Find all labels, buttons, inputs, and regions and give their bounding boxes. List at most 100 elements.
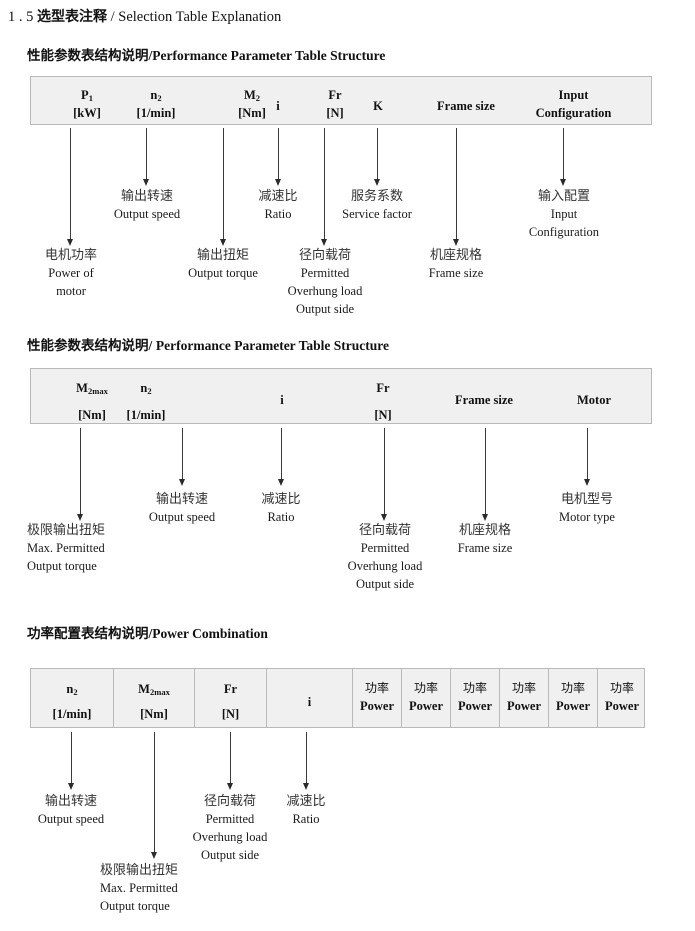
anno-cn: 减速比 bbox=[261, 492, 301, 507]
table3-col-power-3: 功率 Power bbox=[451, 680, 499, 716]
table3-divider-7 bbox=[499, 669, 500, 727]
anno-en-1: Output torque bbox=[188, 266, 258, 281]
section-1-heading-en: Performance Parameter Table Structure bbox=[152, 48, 386, 63]
anno-table2-output-speed: 输出转速 Output speed bbox=[149, 491, 215, 527]
anno-en-2: Overhung load bbox=[347, 559, 423, 574]
arrow-table1-frame-size bbox=[452, 128, 461, 246]
arrow-table3-n2 bbox=[67, 732, 76, 790]
table3-col-n2-unit: [1/min] bbox=[52, 707, 92, 722]
table1-col-m2-sub: 2 bbox=[255, 93, 261, 103]
anno-en-1: Service factor bbox=[342, 207, 412, 222]
table2-col-m2max: M2max [Nm] bbox=[49, 379, 135, 424]
anno-cn: 机座规格 bbox=[458, 523, 511, 538]
section-2-heading-en: Performance Parameter Table Structure bbox=[155, 338, 389, 353]
anno-table1-frame-size: 机座规格 Frame size bbox=[429, 247, 484, 283]
arrow-table1-k bbox=[373, 128, 382, 186]
anno-en-2: Output torque bbox=[27, 559, 97, 574]
page-title: 1 . 5 选型表注释 / Selection Table Explanatio… bbox=[8, 6, 281, 26]
arrow-table1-n2 bbox=[142, 128, 151, 186]
anno-en-2: Configuration bbox=[528, 225, 600, 240]
anno-en-1: Input bbox=[550, 207, 578, 222]
anno-table1-output-speed: 输出转速 Output speed bbox=[114, 188, 180, 224]
table1-col-m2: M2 [Nm] bbox=[209, 86, 295, 122]
table3-col-fr: Fr [N] bbox=[195, 680, 266, 723]
table2-col-n2-symbol: n bbox=[140, 381, 148, 395]
table3-col-m2max: M2max [Nm] bbox=[114, 680, 194, 723]
section-3-heading-cn: 功率配置表结构说明 bbox=[27, 626, 149, 642]
anno-table2-max-permitted-output-torque: 极限输出扭矩 Max. Permitted Output torque bbox=[27, 522, 105, 576]
table1-col-n2-symbol: n bbox=[150, 88, 158, 102]
table2-col-fr: Fr [N] bbox=[353, 379, 413, 424]
arrow-table2-i bbox=[277, 428, 286, 486]
table1-col-k: K bbox=[358, 97, 398, 115]
page-title-en: Selection Table Explanation bbox=[118, 9, 282, 25]
table3-col-power-5: 功率 Power bbox=[549, 680, 597, 716]
anno-en-1: Output speed bbox=[148, 510, 216, 525]
anno-en-1: Output speed bbox=[37, 812, 105, 827]
anno-en-3: Output side bbox=[296, 301, 354, 316]
anno-cn: 减速比 bbox=[286, 794, 326, 809]
section-2-heading-sep: / bbox=[148, 338, 153, 353]
arrow-table1-p1 bbox=[66, 128, 75, 246]
page-title-separator: / bbox=[110, 9, 115, 25]
anno-en-3: Output side bbox=[356, 576, 414, 591]
table1-col-n2-sub: 2 bbox=[157, 93, 162, 103]
anno-table3-ratio: 减速比 Ratio bbox=[286, 793, 325, 829]
table3-col-power-6-cn: 功率 bbox=[609, 681, 634, 695]
anno-cn: 径向载荷 bbox=[358, 523, 412, 538]
table3-col-power-5-cn: 功率 bbox=[560, 681, 585, 695]
table2-col-fr-unit: [N] bbox=[374, 408, 392, 423]
arrow-table1-input-configuration bbox=[559, 128, 568, 186]
anno-cn: 减速比 bbox=[258, 189, 298, 204]
anno-table1-input-configuration: 输入配置 Input Configuration bbox=[529, 188, 599, 242]
anno-en-1: Permitted bbox=[300, 266, 350, 281]
table3-col-power-4-cn: 功率 bbox=[511, 681, 536, 695]
table3-col-n2: n2 [1/min] bbox=[31, 680, 113, 723]
anno-table2-overhung-load: 径向载荷 Permitted Overhung load Output side bbox=[348, 522, 423, 594]
table3-col-power-1: 功率 Power bbox=[353, 680, 401, 716]
table3-col-fr-symbol: Fr bbox=[223, 682, 238, 696]
table3-col-power-1-cn: 功率 bbox=[364, 681, 389, 695]
anno-cn: 径向载荷 bbox=[203, 794, 257, 809]
anno-en-1: Frame size bbox=[428, 266, 484, 281]
table2-col-n2-unit: [1/min] bbox=[126, 408, 166, 423]
anno-table3-overhung-load: 径向载荷 Permitted Overhung load Output side bbox=[193, 793, 268, 865]
table3-divider-9 bbox=[597, 669, 598, 727]
table2-col-m2max-symbol: M bbox=[76, 381, 88, 395]
section-3-heading: 功率配置表结构说明/Power Combination bbox=[27, 622, 268, 643]
table2-col-motor: Motor bbox=[549, 391, 639, 409]
arrow-table1-i bbox=[274, 128, 283, 186]
table3-divider-3 bbox=[266, 669, 267, 727]
anno-en-2: Output torque bbox=[100, 899, 170, 914]
anno-table2-ratio: 减速比 Ratio bbox=[261, 491, 300, 527]
section-1-heading-sep: / bbox=[148, 48, 153, 63]
table2-col-m2max-unit: [Nm] bbox=[78, 408, 106, 423]
anno-en-1: Max. Permitted bbox=[100, 881, 178, 896]
anno-en-1: Ratio bbox=[264, 207, 292, 222]
table1-col-fr-symbol: Fr bbox=[328, 88, 342, 102]
arrow-table1-m2 bbox=[219, 128, 228, 246]
table1-col-n2-unit: [1/min] bbox=[136, 106, 176, 121]
table3-col-i-symbol: i bbox=[307, 695, 312, 709]
table2-col-n2: n2 [1/min] bbox=[81, 379, 211, 424]
anno-cn: 输出转速 bbox=[155, 492, 208, 507]
anno-cn: 电机型号 bbox=[560, 492, 613, 507]
table1-col-i-symbol: i bbox=[276, 99, 280, 113]
table2-col-motor-symbol: Motor bbox=[576, 393, 611, 407]
section-3-heading-en: Power Combination bbox=[152, 626, 268, 641]
anno-en-2: Overhung load bbox=[192, 830, 268, 845]
arrow-table2-m2max bbox=[76, 428, 85, 521]
performance-parameter-table-1: P1 [kW] n2 [1/min] M2 [Nm] i Fr [N] K Fr… bbox=[30, 76, 652, 125]
table3-col-power-3-cn: 功率 bbox=[462, 681, 487, 695]
table1-col-n2: n2 [1/min] bbox=[111, 86, 201, 122]
table2-col-n2-sub: 2 bbox=[147, 386, 152, 396]
arrow-table3-m2max bbox=[150, 732, 159, 859]
arrow-table2-fr bbox=[380, 428, 389, 521]
table3-col-i: i bbox=[267, 693, 352, 711]
page-title-cn: 选型表注释 bbox=[37, 9, 107, 25]
table1-col-fr: Fr [N] bbox=[305, 86, 365, 122]
table3-col-n2-sub: 2 bbox=[73, 687, 78, 697]
anno-cn: 极限输出扭矩 bbox=[27, 523, 106, 538]
table1-col-frame-size: Frame size bbox=[411, 97, 521, 115]
anno-cn: 输出扭矩 bbox=[196, 248, 250, 263]
